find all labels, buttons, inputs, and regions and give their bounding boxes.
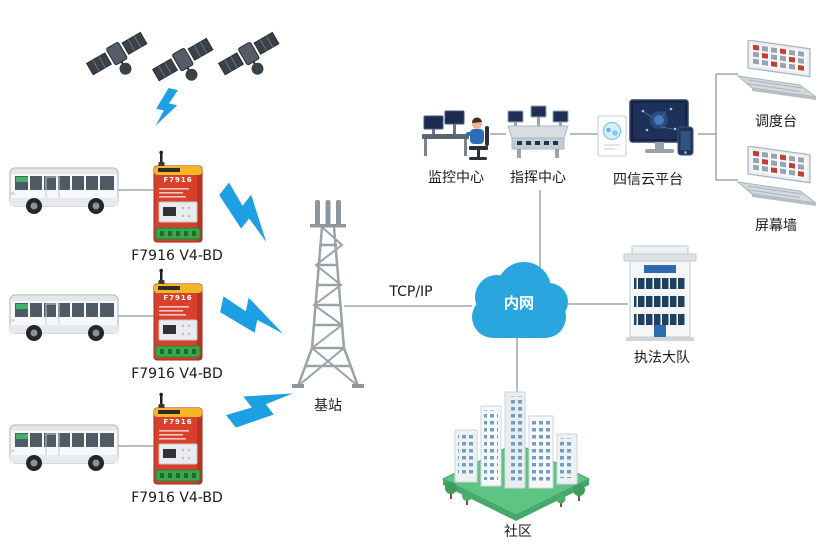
bus-icon (9, 167, 119, 215)
intranet-cloud-icon (472, 262, 568, 338)
modem1-brand-text: F7916 (163, 176, 193, 184)
modem3-label: F7916 V4-BD (131, 490, 223, 506)
satellite-icon (216, 28, 282, 82)
tcpip-label: TCP/IP (389, 284, 433, 300)
community-city-icon (441, 391, 591, 521)
community-label: 社区 (504, 524, 532, 540)
bus-icon (9, 294, 119, 342)
modem2-brand-text: F7916 (163, 294, 193, 302)
intranet-label: 内网 (503, 294, 534, 312)
modem1-label: F7916 V4-BD (131, 248, 223, 264)
screen-wall-icon (737, 146, 816, 207)
bus-icon (9, 424, 119, 472)
satellite-icon (150, 34, 216, 88)
modem2-label: F7916 V4-BD (131, 366, 223, 382)
modem-icon (153, 268, 203, 361)
monitoring-center-icon (422, 110, 489, 160)
command-center-icon (507, 105, 569, 158)
law-enforcement-label: 执法大队 (634, 350, 690, 366)
lightning-icon (211, 179, 284, 246)
command-center-label: 指挥中心 (510, 170, 566, 186)
satellite-icon (84, 28, 150, 82)
law-enforcement-building-icon (623, 245, 697, 341)
dispatch-console-label: 调度台 (755, 114, 797, 130)
lightning-icon (217, 292, 289, 339)
screen-wall-label: 屏幕墙 (755, 218, 797, 234)
modem-icon (153, 150, 203, 243)
cloud-platform-label: 四信云平台 (613, 172, 683, 188)
lightning-icon (152, 86, 181, 130)
modem3-brand-text: F7916 (163, 418, 193, 426)
connector-lines (118, 73, 738, 447)
cloud-platform-monitor-icon (597, 99, 694, 157)
base-station-label: 基站 (314, 398, 342, 414)
base-station-tower-icon (290, 200, 366, 390)
monitoring-center-label: 监控中心 (428, 170, 484, 186)
dispatch-console-icon (737, 40, 816, 101)
modem-icon (153, 392, 203, 485)
